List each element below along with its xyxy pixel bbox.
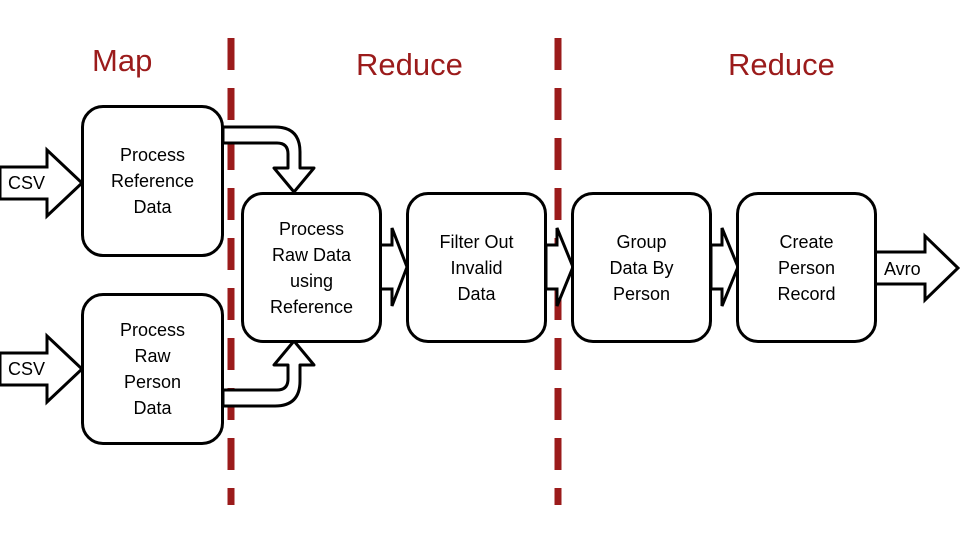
connector-rawperson-to-raw <box>221 339 316 408</box>
input-label-bottom: CSV <box>8 359 46 379</box>
connector-raw-to-filter <box>378 227 409 307</box>
phase-label-reduce-1: Reduce <box>356 47 463 82</box>
node-label: Process Raw Person Data <box>119 320 186 418</box>
node-create-person-record: Create Person Record <box>736 192 877 343</box>
connector-reference-to-raw <box>221 125 316 194</box>
node-process-reference-data: Process Reference Data <box>81 105 224 257</box>
node-filter-out-invalid-data: Filter Out Invalid Data <box>406 192 547 343</box>
phase-label-map: Map <box>92 43 153 78</box>
node-label: Process Reference Data <box>110 145 195 217</box>
input-arrow-bottom <box>0 332 85 406</box>
node-group-data-by-person: Group Data By Person <box>571 192 712 343</box>
connector-group-to-create <box>709 227 740 307</box>
node-label: Create Person Record <box>777 231 836 304</box>
node-label: Group Data By Person <box>609 231 674 304</box>
output-arrow <box>873 232 960 304</box>
output-label: Avro <box>884 259 921 279</box>
node-process-raw-person-data: Process Raw Person Data <box>81 293 224 445</box>
node-label: Process Raw Data using Reference <box>269 218 354 317</box>
connector-filter-to-group <box>544 227 575 307</box>
input-label-top: CSV <box>8 173 46 193</box>
phase-label-reduce-2: Reduce <box>728 47 835 82</box>
input-arrow-top <box>0 146 85 220</box>
node-process-raw-data-using-reference: Process Raw Data using Reference <box>241 192 382 343</box>
node-label: Filter Out Invalid Data <box>439 231 514 304</box>
